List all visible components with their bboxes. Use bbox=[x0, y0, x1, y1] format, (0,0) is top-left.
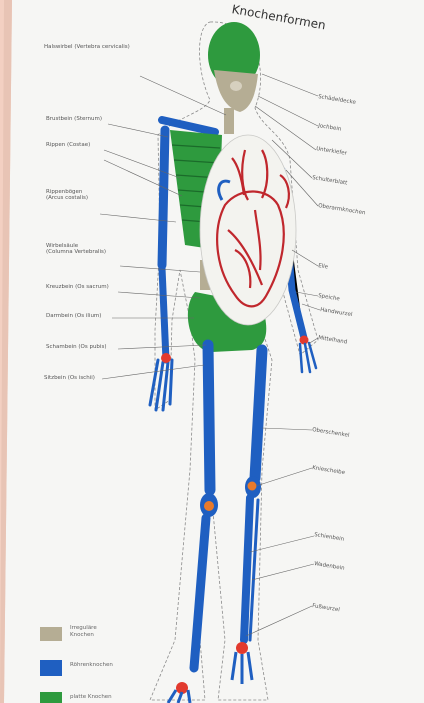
poster-label-left: Halswirbel (Vertebra cervicalis) bbox=[44, 45, 130, 51]
left-wrist-joint bbox=[161, 353, 171, 363]
left-humerus bbox=[162, 130, 165, 265]
poster-label-left: Rippen (Costae) bbox=[46, 143, 90, 149]
left-patella bbox=[204, 501, 214, 511]
legend-label: Irreguläre Knochen bbox=[70, 625, 97, 639]
poster-label-left: Darmbein (Os ilium) bbox=[46, 314, 101, 320]
legend-swatch-irregular bbox=[40, 627, 62, 641]
legend-label: platte Knochen bbox=[70, 694, 112, 701]
poster-label-left: Schambein (Os pubis) bbox=[46, 345, 106, 351]
cervical-spine bbox=[224, 108, 234, 134]
right-patella bbox=[248, 482, 257, 491]
right-ankle-joint bbox=[236, 642, 248, 654]
heart-card bbox=[200, 135, 296, 325]
legend-label: Röhrenknochen bbox=[70, 662, 113, 669]
poster-label-left: Wirbelsäule (Columna Vertebralis) bbox=[46, 244, 106, 255]
left-forearm bbox=[162, 268, 166, 360]
poster-label-left: Brustbein (Sternum) bbox=[46, 117, 102, 123]
legend-swatch-flat bbox=[40, 692, 62, 703]
left-femur bbox=[208, 345, 210, 490]
legend-swatch-long bbox=[40, 660, 62, 676]
poster-label-left: Sitzbein (Os ischii) bbox=[44, 376, 95, 382]
right-femur bbox=[255, 350, 262, 478]
poster-label-left: Kreuzbein (Os sacrum) bbox=[46, 285, 109, 291]
poster-label-left: Rippenbögen (Arcus costalis) bbox=[46, 190, 88, 201]
eye-socket-icon bbox=[230, 81, 242, 91]
